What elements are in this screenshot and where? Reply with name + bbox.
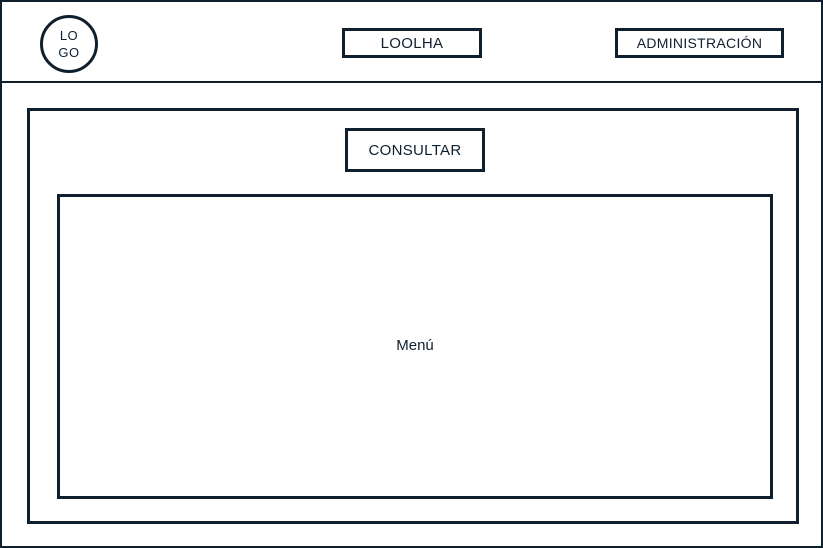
content-frame: CONSULTAR Menú [27, 108, 799, 524]
logo-line-2: GO [58, 45, 80, 60]
menu-label: Menú [396, 337, 434, 354]
administracion-button[interactable]: ADMINISTRACIÓN [615, 28, 784, 58]
consultar-button-label: CONSULTAR [368, 141, 462, 159]
logo[interactable]: LO GO [40, 15, 98, 73]
administracion-button-label: ADMINISTRACIÓN [636, 35, 763, 51]
loolha-button[interactable]: LOOLHA [342, 28, 482, 58]
logo-text: LO GO [58, 27, 79, 61]
loolha-button-label: LOOLHA [380, 34, 444, 52]
header-bar: LO GO LOOLHA ADMINISTRACIÓN [2, 2, 821, 83]
consultar-button[interactable]: CONSULTAR [345, 128, 485, 172]
menu-panel: Menú [57, 194, 773, 499]
logo-line-1: LO [59, 28, 79, 43]
